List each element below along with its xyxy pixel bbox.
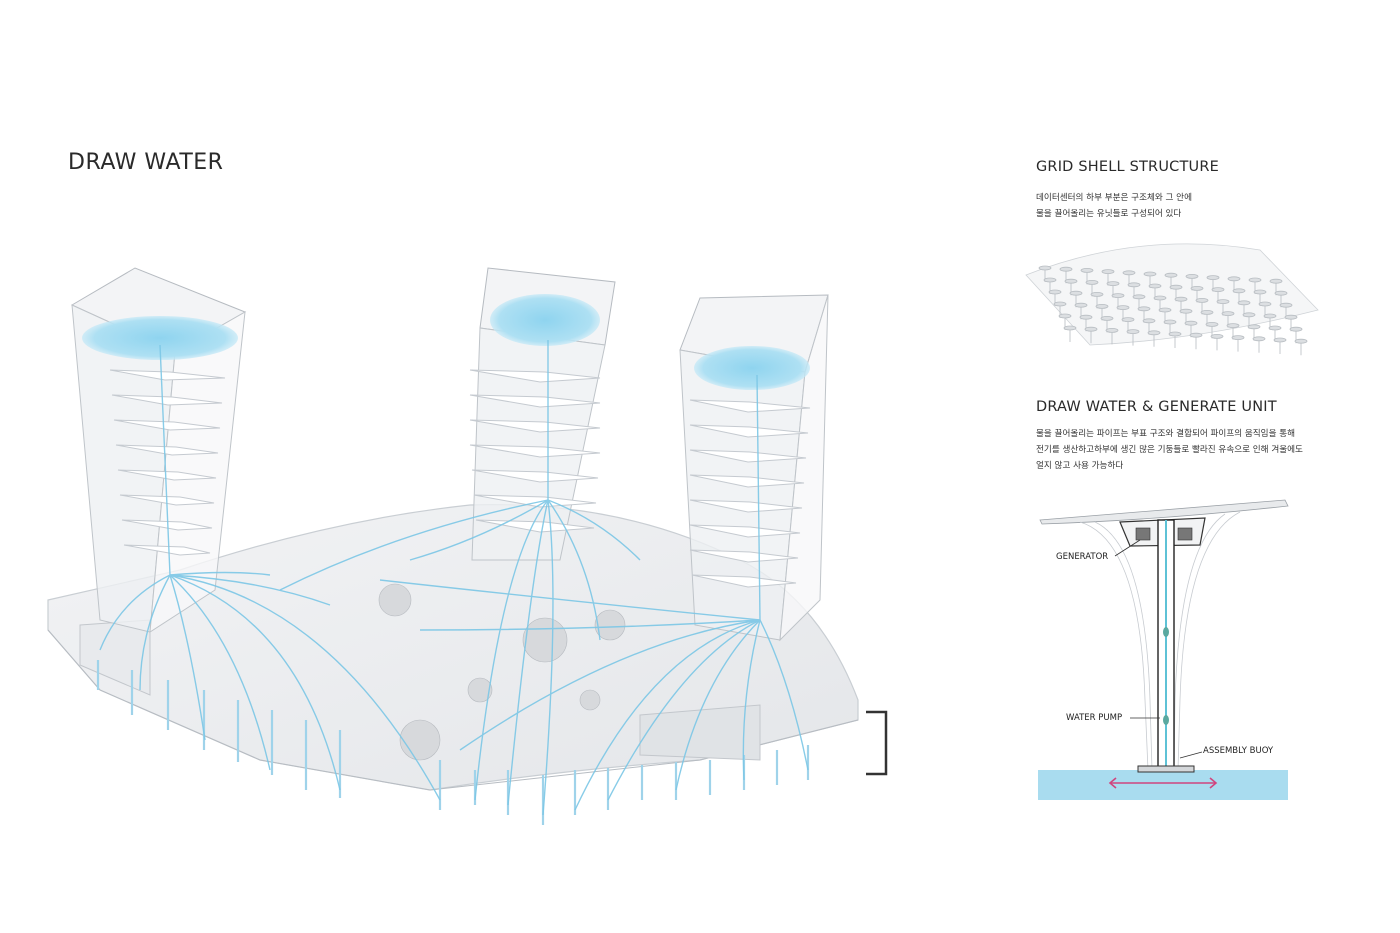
- shell-canopy: [1279, 302, 1293, 308]
- shell-canopy: [1206, 275, 1220, 281]
- shell-canopy: [1147, 330, 1161, 336]
- water-pump-label: WATER PUMP: [1066, 713, 1123, 723]
- generator-label: GENERATOR: [1056, 552, 1109, 562]
- unit-title: DRAW WATER & GENERATE UNIT: [1036, 399, 1277, 415]
- shell-canopy: [1237, 300, 1251, 306]
- shell-canopy: [1269, 278, 1283, 284]
- shell-canopy: [1137, 306, 1151, 312]
- shell-canopy: [1211, 287, 1225, 293]
- shell-canopy: [1100, 315, 1114, 321]
- shell-canopy: [1148, 283, 1162, 289]
- shell-canopy: [1122, 270, 1136, 276]
- shell-canopy: [1074, 302, 1088, 308]
- section-bracket: [866, 710, 888, 776]
- tower-middle: [469, 267, 616, 561]
- shell-canopy: [1195, 297, 1209, 303]
- shell-canopy: [1111, 293, 1125, 299]
- shell-canopy: [1080, 267, 1094, 273]
- shell-canopy: [1210, 333, 1224, 339]
- shell-canopy: [1043, 277, 1057, 283]
- shell-canopy: [1053, 301, 1067, 307]
- shell-canopy: [1248, 277, 1262, 283]
- shell-canopy: [1121, 317, 1135, 323]
- shell-canopy: [1231, 335, 1245, 341]
- shell-canopy: [1163, 319, 1177, 325]
- shell-canopy: [1185, 273, 1199, 279]
- page-title: DRAW WATER: [68, 150, 224, 175]
- shell-canopy: [1190, 285, 1204, 291]
- shell-canopy: [1132, 294, 1146, 300]
- shell-canopy: [1164, 272, 1178, 278]
- shell-canopy: [1258, 301, 1272, 307]
- shell-canopy: [1101, 269, 1115, 275]
- shell-canopy: [1158, 307, 1172, 313]
- tower-left: [70, 267, 247, 633]
- shell-canopy: [1064, 278, 1078, 284]
- shell-canopy: [1116, 305, 1130, 311]
- unit-description: 물을 끌어올리는 파이프는 부표 구조와 결합되어 파이프의 움직임을 통해 전…: [1036, 429, 1303, 471]
- shell-canopy: [1169, 284, 1183, 290]
- water-pipes: [99, 340, 809, 816]
- shell-canopy: [1274, 290, 1288, 296]
- shell-canopy: [1143, 271, 1157, 277]
- shell-canopy: [1227, 276, 1241, 282]
- shell-canopy: [1289, 326, 1303, 332]
- shell-canopy: [1168, 331, 1182, 337]
- shell-canopy: [1106, 281, 1120, 287]
- data-center-axonometric: [47, 267, 888, 825]
- shell-canopy: [1252, 336, 1266, 342]
- shell-canopy: [1221, 311, 1235, 317]
- shell-canopy: [1095, 303, 1109, 309]
- shell-canopy: [1153, 295, 1167, 301]
- grid-shell-title: GRID SHELL STRUCTURE: [1036, 159, 1219, 175]
- shell-canopy: [1084, 326, 1098, 332]
- shell-canopy: [1058, 313, 1072, 319]
- shell-canopy: [1048, 289, 1062, 295]
- shell-canopy: [1059, 266, 1073, 272]
- platform-trees: [378, 583, 626, 761]
- shell-canopy: [1273, 337, 1287, 343]
- shell-canopy: [1247, 324, 1261, 330]
- shell-canopy: [1090, 291, 1104, 297]
- grid-shell-description: 데이터센터의 하부 부분은 구조체와 그 안에 물을 끌어올리는 유닛들로 구성…: [1036, 193, 1192, 219]
- shell-canopy: [1105, 327, 1119, 333]
- tower-right: [679, 294, 829, 642]
- shell-canopy: [1284, 314, 1298, 320]
- shell-canopy: [1253, 289, 1267, 295]
- shell-canopy: [1179, 308, 1193, 314]
- shell-canopy: [1216, 299, 1230, 305]
- shell-canopy: [1200, 309, 1214, 315]
- shell-canopy: [1263, 313, 1277, 319]
- shell-canopy: [1142, 318, 1156, 324]
- shell-canopy: [1038, 265, 1052, 271]
- assembly-buoy-label: ASSEMBLY BUOY: [1203, 746, 1274, 756]
- shell-canopy: [1126, 329, 1140, 335]
- shell-canopy: [1174, 296, 1188, 302]
- shell-canopy: [1226, 323, 1240, 329]
- shell-canopy: [1063, 325, 1077, 331]
- shell-canopy: [1205, 321, 1219, 327]
- shell-canopy: [1294, 338, 1308, 344]
- shell-canopy: [1079, 314, 1093, 320]
- shell-canopy: [1232, 288, 1246, 294]
- shell-canopy: [1189, 332, 1203, 338]
- shell-canopy: [1069, 290, 1083, 296]
- shell-canopy: [1127, 282, 1141, 288]
- shell-canopy: [1085, 279, 1099, 285]
- shell-canopy: [1268, 325, 1282, 331]
- shell-canopy: [1184, 320, 1198, 326]
- shell-canopy: [1242, 312, 1256, 318]
